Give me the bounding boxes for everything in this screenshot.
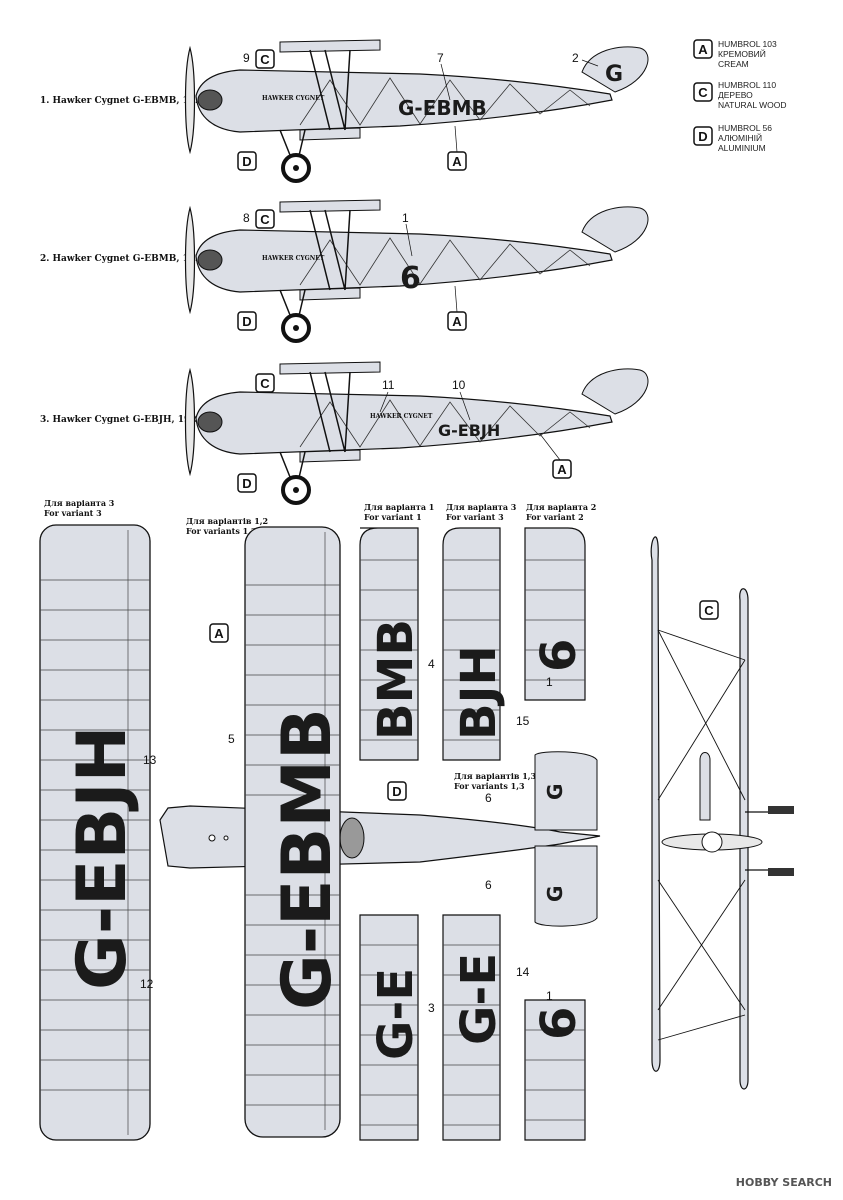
legend-item-a: A HUMBROL 103 КРЕМОВИЙ CREAM [693,39,777,69]
panel-text: 6 [531,1007,587,1040]
callout-number: 1 [402,211,409,225]
color-legend: A HUMBROL 103 КРЕМОВИЙ CREAM C HUMBROL 1… [693,39,786,153]
paint-box: D [242,314,251,329]
callout-number: 7 [437,51,444,65]
legend-line: КРЕМОВИЙ [718,48,766,59]
paint-box: C [260,52,270,67]
fuselage-registration: G-EBMB [398,96,487,120]
legend-line: ALUMINIUM [718,143,766,153]
panel-text: G-E [451,953,507,1045]
callout-number: 6 [485,791,492,805]
legend-line: CREAM [718,59,749,69]
panel-variant-1: Для варіанта 1 For variant 1 BMB 4 D [359,502,435,801]
paint-box: C [260,376,270,391]
side-view-3: 3. Hawker Cygnet G-EBJH, 1926 HAWKER CYG… [40,361,649,505]
panel-variant-2: Для варіанта 2 For variant 2 6 1 [524,502,596,701]
legend-item-c: C HUMBROL 110 ДЕРЕВО NATURAL WOOD [693,80,786,110]
legend-line: HUMBROL 110 [718,80,776,90]
front-view: C [650,536,794,1090]
paint-box: A [557,462,567,477]
callout-number: 8 [243,211,250,225]
variant-title: 3. Hawker Cygnet G-EBJH, 1926 [40,415,203,425]
callout-number: 10 [452,378,466,392]
callout-number: 12 [140,977,154,991]
wing-note-en: For variants 1,3 [454,781,525,791]
wing-note-en: For variant 3 [446,512,504,522]
wing-note-uk: Для варіантів 1,3 [454,771,537,781]
callout-number: 9 [243,51,250,65]
top-view: Для варіантів 1,2 For variants 1,2 G-EBM… [159,516,601,1138]
watermark: HOBBY SEARCH [736,1176,832,1189]
legend-line: ДЕРЕВО [718,90,753,100]
callout-number: 14 [516,965,530,979]
wing-note-en: For variant 1 [364,512,422,522]
paint-box: C [260,212,270,227]
legend-letter: C [698,85,708,100]
callout-number: 3 [428,1001,435,1015]
legend-line: HUMBROL 103 [718,39,777,49]
callout-number: 15 [516,714,530,728]
callout-number: 11 [382,378,395,392]
side-view-2: 2. Hawker Cygnet G-EBMB, 1926 HAWKER CYG… [40,199,649,343]
tail-letter: G [605,62,623,87]
wing-variant-3: Для варіанта 3 For variant 3 G-EBJH 13 1… [39,498,157,1141]
paint-box: C [704,603,714,618]
legend-letter: A [698,42,708,57]
paint-box: D [392,784,401,799]
cowl-text: HAWKER CYGNET [370,413,433,420]
callout-number: 1 [546,989,553,1003]
fuselage-registration: G-EBJH [438,421,500,440]
wing-note-uk: Для варіантів 1,2 [186,516,268,526]
tail-note: Для варіантів 1,3 For variants 1,3 6 6 G… [454,771,567,902]
legend-letter: D [698,129,707,144]
variant-title: 1. Hawker Cygnet G-EBMB, 1926 [40,96,208,106]
paint-box: D [242,154,251,169]
wing-note-uk: Для варіанта 3 [44,498,115,508]
wing-registration: G-EBMB [268,708,347,1010]
panel-text: G-E [368,968,424,1060]
tail-letter: G [543,784,567,800]
legend-line: NATURAL WOOD [718,100,786,110]
panel-text: BMB [368,619,424,740]
fuselage-number: 6 [400,261,421,296]
lower-panel-1: G-E 3 [359,914,435,1141]
side-view-1: 1. Hawker Cygnet G-EBMB, 1926 HAWKER CYG… [40,39,649,183]
wing-note-en: For variant 3 [44,508,102,518]
wing-registration: G-EBJH [63,725,142,990]
variant-title: 2. Hawker Cygnet G-EBMB, 1926 [40,254,208,264]
callout-number: 2 [572,51,579,65]
wing-note-uk: Для варіанта 2 [526,502,596,512]
lower-panel-3: 6 1 [524,989,587,1141]
paint-box: D [242,476,251,491]
callout-number: 5 [228,732,235,746]
legend-line: HUMBROL 56 [718,123,772,133]
callout-number: 13 [143,753,157,767]
wing-note-en: For variant 2 [526,512,584,522]
paint-box: A [214,626,224,641]
wing-note-en: For variants 1,2 [186,526,257,536]
paint-box: A [452,314,462,329]
callout-number: 1 [546,675,553,689]
legend-item-d: D HUMBROL 56 АЛЮМІНІЙ ALUMINIUM [693,123,772,153]
tail-letter: G [543,886,567,902]
wing-note-uk: Для варіанта 3 [446,502,517,512]
panel-text: 6 [531,639,587,672]
cowl-text: HAWKER CYGNET [262,255,325,262]
panel-variant-3: Для варіанта 3 For variant 3 BJH 15 [442,502,530,761]
legend-line: АЛЮМІНІЙ [718,132,762,143]
panel-text: BJH [451,645,507,740]
callout-number: 4 [428,657,435,671]
paint-box: A [452,154,462,169]
lower-panel-2: G-E 14 [442,914,530,1141]
cowl-text: HAWKER CYGNET [262,95,325,102]
wing-note-uk: Для варіанта 1 [364,502,434,512]
callout-number: 6 [485,878,492,892]
